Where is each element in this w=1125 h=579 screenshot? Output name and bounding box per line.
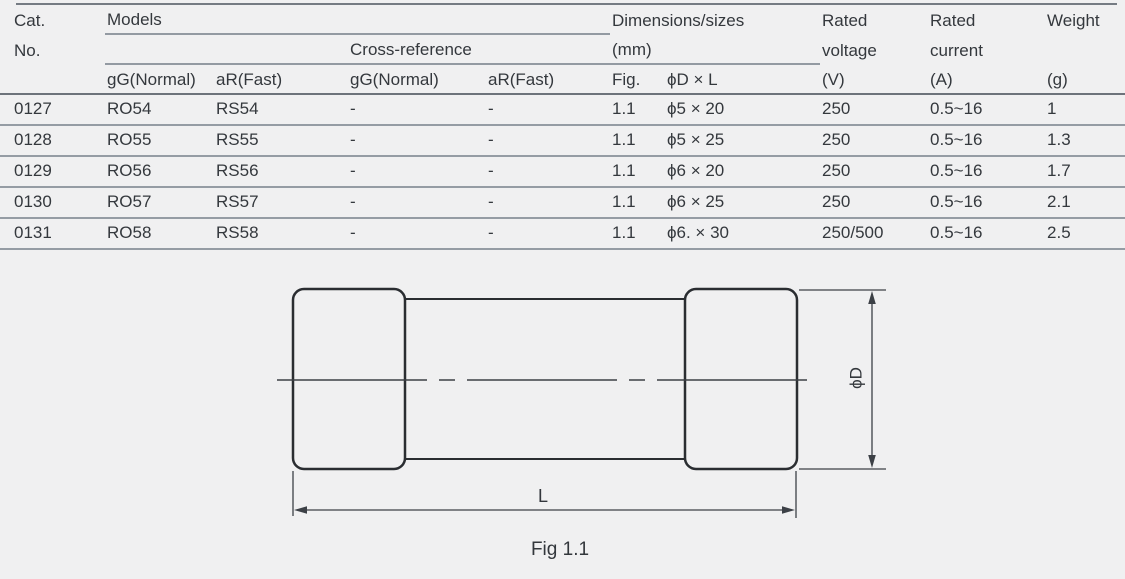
- col-header-dimensions: Dimensions/sizes: [612, 11, 745, 31]
- cell-crossref-gg: -: [348, 218, 486, 250]
- cell-fig: 1.1: [610, 156, 665, 188]
- fuse-right-end-cap: [683, 287, 799, 471]
- subcol-fig: Fig.: [610, 64, 665, 95]
- cell-crossref-gg: -: [348, 156, 486, 188]
- subcol-current-unit: (A): [928, 64, 1043, 95]
- fuse-spec-table: Cat. Models Dimensions/sizes Rated Rated…: [0, 4, 1125, 250]
- cell-current: 0.5~16: [928, 187, 1043, 219]
- subcol-weight-unit: (g): [1042, 64, 1125, 95]
- table-row: 0127 RO54 RS54 - - 1.1 ϕ5 × 20 250 0.5~1…: [0, 94, 1125, 126]
- subcol-ar-fast-crossref: aR(Fast): [486, 64, 610, 95]
- table-body: 0127 RO54 RS54 - - 1.1 ϕ5 × 20 250 0.5~1…: [0, 94, 1125, 250]
- spacer-cell: [105, 34, 214, 65]
- table-row: 0130 RO57 RS57 - - 1.1 ϕ6 × 25 250 0.5~1…: [0, 187, 1125, 219]
- cell-voltage: 250/500: [820, 218, 929, 250]
- subcol-gg-normal-crossref: gG(Normal): [348, 64, 486, 95]
- diameter-arrow-down-icon: [868, 455, 876, 468]
- cell-cat-no: 0127: [0, 94, 105, 126]
- cell-crossref-ar: -: [486, 187, 610, 219]
- cell-fig: 1.1: [610, 218, 665, 250]
- subcol-ar-fast-models: aR(Fast): [214, 64, 348, 95]
- fuse-left-end-cap: [291, 287, 407, 471]
- cell-cat-no: 0129: [0, 156, 105, 188]
- cell-crossref-gg: -: [348, 94, 486, 126]
- cell-current: 0.5~16: [928, 94, 1043, 126]
- cell-voltage: 250: [820, 125, 929, 157]
- figure-caption: Fig 1.1: [531, 539, 589, 560]
- length-arrow-right-icon: [782, 506, 795, 514]
- cell-voltage: 250: [820, 94, 929, 126]
- table-row: 0128 RO55 RS55 - - 1.1 ϕ5 × 25 250 0.5~1…: [0, 125, 1125, 157]
- spacer-cell: [214, 34, 348, 65]
- cell-dxl: ϕ6. × 30: [665, 218, 821, 250]
- cell-current: 0.5~16: [928, 125, 1043, 157]
- diameter-dimension-label: ϕD: [846, 367, 865, 389]
- spacer-cell: [0, 64, 105, 95]
- cell-fig: 1.1: [610, 94, 665, 126]
- cell-model-gg: RO58: [105, 218, 214, 250]
- cell-model-ar: RS56: [214, 156, 348, 188]
- col-header-current-word: current: [930, 41, 983, 61]
- length-dimension-label: L: [538, 486, 548, 506]
- cell-weight: 2.1: [1042, 187, 1125, 219]
- table-row: 0129 RO56 RS56 - - 1.1 ϕ6 × 20 250 0.5~1…: [0, 156, 1125, 188]
- col-header-no: No.: [14, 41, 41, 61]
- cell-crossref-gg: -: [348, 187, 486, 219]
- cell-dxl: ϕ5 × 25: [665, 125, 821, 157]
- subcol-voltage-unit: (V): [820, 64, 929, 95]
- cell-weight: 1: [1042, 94, 1125, 126]
- col-header-models: Models: [105, 4, 610, 35]
- diameter-arrow-up-icon: [868, 291, 876, 304]
- cell-cat-no: 0128: [0, 125, 105, 157]
- cell-crossref-ar: -: [486, 94, 610, 126]
- cell-crossref-gg: -: [348, 125, 486, 157]
- col-header-rated-voltage: Rated: [822, 11, 868, 31]
- table-header: Cat. Models Dimensions/sizes Rated Rated…: [0, 4, 1125, 95]
- cell-voltage: 250: [820, 187, 929, 219]
- header-row-3: gG(Normal) aR(Fast) gG(Normal) aR(Fast) …: [0, 64, 1125, 95]
- cell-model-gg: RO57: [105, 187, 214, 219]
- subcol-d-x-l: ϕD × L: [665, 64, 821, 95]
- col-header-rated-current: Rated: [930, 11, 976, 31]
- cell-crossref-ar: -: [486, 218, 610, 250]
- cell-current: 0.5~16: [928, 156, 1043, 188]
- cell-fig: 1.1: [610, 125, 665, 157]
- cell-crossref-ar: -: [486, 156, 610, 188]
- col-header-weight: Weight: [1047, 11, 1100, 31]
- cell-model-ar: RS55: [214, 125, 348, 157]
- cell-dxl: ϕ6 × 25: [665, 187, 821, 219]
- cell-weight: 1.3: [1042, 125, 1125, 157]
- cell-cat-no: 0131: [0, 218, 105, 250]
- length-arrow-left-icon: [294, 506, 307, 514]
- col-header-mm: (mm): [610, 34, 821, 65]
- cell-voltage: 250: [820, 156, 929, 188]
- cell-dxl: ϕ6 × 20: [665, 156, 821, 188]
- col-header-cross-reference: Cross-reference: [348, 34, 610, 65]
- col-header-cat: Cat.: [14, 11, 46, 31]
- header-row-1: Cat. Models Dimensions/sizes Rated Rated…: [0, 4, 1125, 35]
- cell-model-ar: RS54: [214, 94, 348, 126]
- header-row-2: No. Cross-reference (mm) voltage current: [0, 34, 1125, 65]
- cell-model-gg: RO55: [105, 125, 214, 157]
- cell-weight: 1.7: [1042, 156, 1125, 188]
- cell-model-ar: RS58: [214, 218, 348, 250]
- cell-dxl: ϕ5 × 20: [665, 94, 821, 126]
- subcol-gg-normal-models: gG(Normal): [105, 64, 214, 95]
- cell-fig: 1.1: [610, 187, 665, 219]
- cell-weight: 2.5: [1042, 218, 1125, 250]
- cell-model-gg: RO56: [105, 156, 214, 188]
- cell-cat-no: 0130: [0, 187, 105, 219]
- table-row: 0131 RO58 RS58 - - 1.1 ϕ6. × 30 250/500 …: [0, 218, 1125, 250]
- cell-model-ar: RS57: [214, 187, 348, 219]
- cell-current: 0.5~16: [928, 218, 1043, 250]
- col-header-voltage-word: voltage: [822, 41, 877, 61]
- cell-model-gg: RO54: [105, 94, 214, 126]
- cell-crossref-ar: -: [486, 125, 610, 157]
